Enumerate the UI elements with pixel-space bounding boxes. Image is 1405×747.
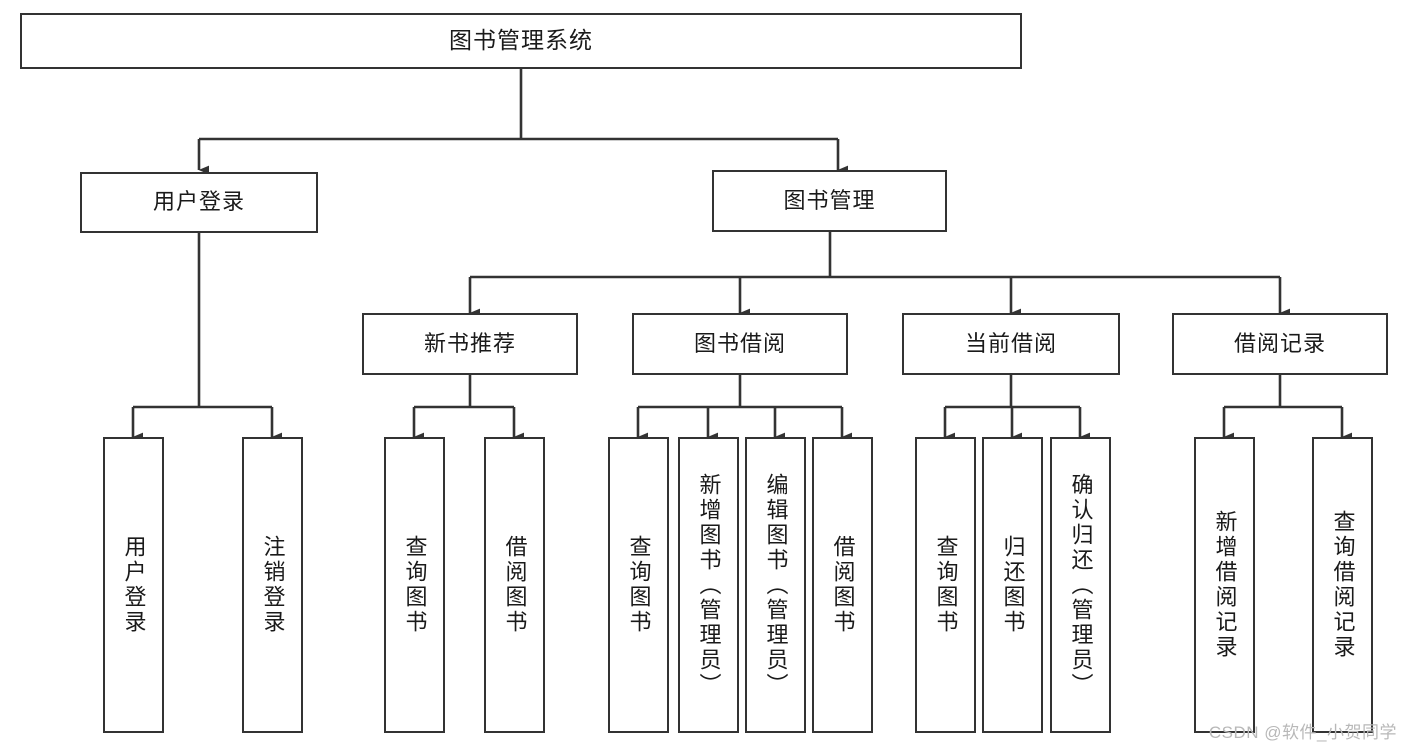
watermark-text: CSDN @软件_小贺同学 (1208, 723, 1397, 742)
leaf-return-book[interactable]: 归还图书 (982, 437, 1043, 733)
leaf-query-book-borrow[interactable]: 查询图书 (608, 437, 669, 733)
leaf-add-borrow-record[interactable]: 新增借阅记录 (1194, 437, 1255, 733)
node-user-login[interactable]: 用户登录 (80, 172, 318, 233)
node-borrow-record[interactable]: 借阅记录 (1172, 313, 1388, 375)
node-book-management[interactable]: 图书管理 (712, 170, 947, 232)
node-root-system[interactable]: 图书管理系统 (20, 13, 1022, 69)
leaf-borrow-book-new[interactable]: 借阅图书 (484, 437, 545, 733)
leaf-borrow-book[interactable]: 借阅图书 (812, 437, 873, 733)
leaf-edit-book-admin[interactable]: 编辑图书（管理员） (745, 437, 806, 733)
leaf-query-book-current[interactable]: 查询图书 (915, 437, 976, 733)
leaf-query-borrow-record[interactable]: 查询借阅记录 (1312, 437, 1373, 733)
leaf-confirm-return-admin[interactable]: 确认归还（管理员） (1050, 437, 1111, 733)
node-current-borrow[interactable]: 当前借阅 (902, 313, 1120, 375)
leaf-user-login[interactable]: 用户登录 (103, 437, 164, 733)
leaf-logout[interactable]: 注销登录 (242, 437, 303, 733)
leaf-add-book-admin[interactable]: 新增图书（管理员） (678, 437, 739, 733)
node-new-book-recommend[interactable]: 新书推荐 (362, 313, 578, 375)
node-book-borrow[interactable]: 图书借阅 (632, 313, 848, 375)
leaf-query-book-new[interactable]: 查询图书 (384, 437, 445, 733)
